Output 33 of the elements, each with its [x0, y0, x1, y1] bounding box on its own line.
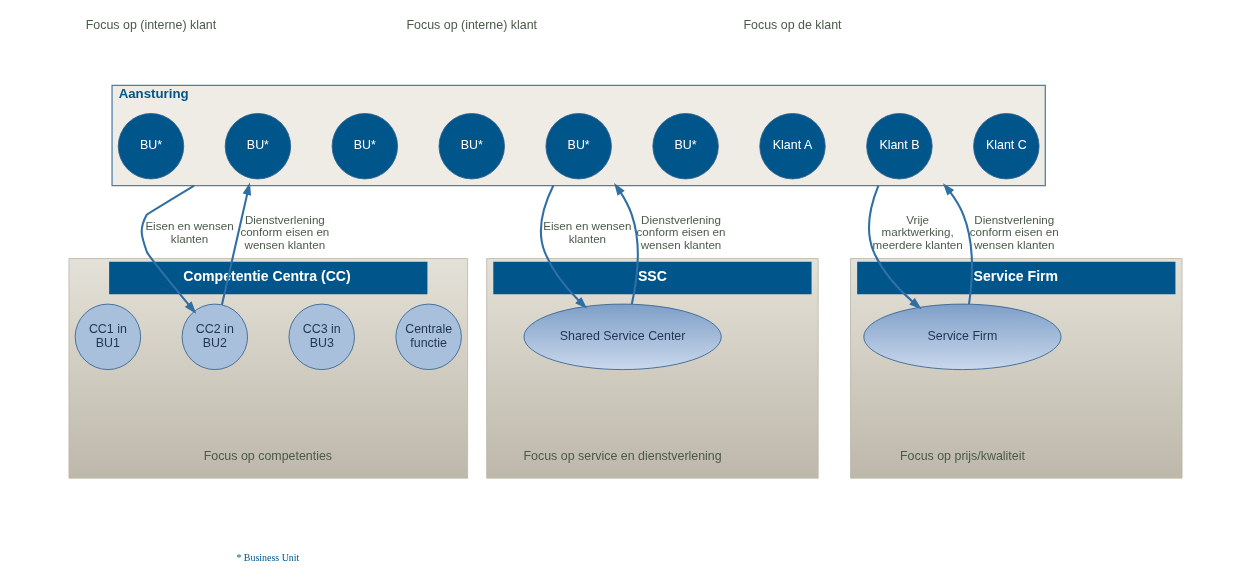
node-circle: BU* — [651, 113, 719, 180]
arrow — [140, 184, 196, 314]
node-ellipse: Shared Service Center — [523, 303, 722, 370]
edge-label: Dienstverlening conform eisen en wensen klanten — [636, 212, 725, 251]
arrow — [942, 183, 973, 305]
node-circle: Klant C — [972, 113, 1039, 180]
edge-label: Dienstverlening conform eisen en wensen klanten — [239, 212, 329, 251]
node-ellipse: Service Firm — [862, 303, 1061, 370]
label: Focus op (interne) klant — [406, 18, 537, 33]
arrow — [539, 185, 587, 309]
label: Focus op service en dienstverlening — [523, 448, 722, 463]
arrow — [220, 182, 251, 305]
label: Focus op de klant — [742, 18, 842, 33]
label: Focus op competenties — [203, 448, 332, 463]
edge-label: Dienstverlening conform eisen en wensen klanten — [969, 212, 1059, 251]
edge-label: Eisen en wensen klanten — [542, 219, 632, 245]
edge-label: Eisen en wensen klanten — [144, 219, 234, 245]
node-circle: CC1 in BU1 — [74, 303, 141, 370]
node-circle: BU* — [438, 113, 505, 180]
node-circle: BU* — [117, 113, 184, 180]
node-circle: BU* — [224, 113, 291, 180]
edge-label: Vrije marktwerking, meerdere klanten — [872, 212, 963, 251]
label: Focus op prijs/kwaliteit — [899, 448, 1025, 463]
arrow — [613, 183, 639, 305]
node-circle: CC3 in BU3 — [288, 303, 355, 370]
node-circle: BU* — [545, 113, 612, 180]
label: * Business Unit — [235, 552, 299, 564]
node-circle: Centrale functie — [395, 303, 462, 370]
node-circle: Klant A — [758, 113, 826, 180]
node-circle: Klant B — [865, 113, 933, 180]
node-circle: BU* — [331, 113, 398, 180]
arrow — [867, 185, 922, 310]
label: Focus op (interne) klant — [85, 18, 216, 33]
